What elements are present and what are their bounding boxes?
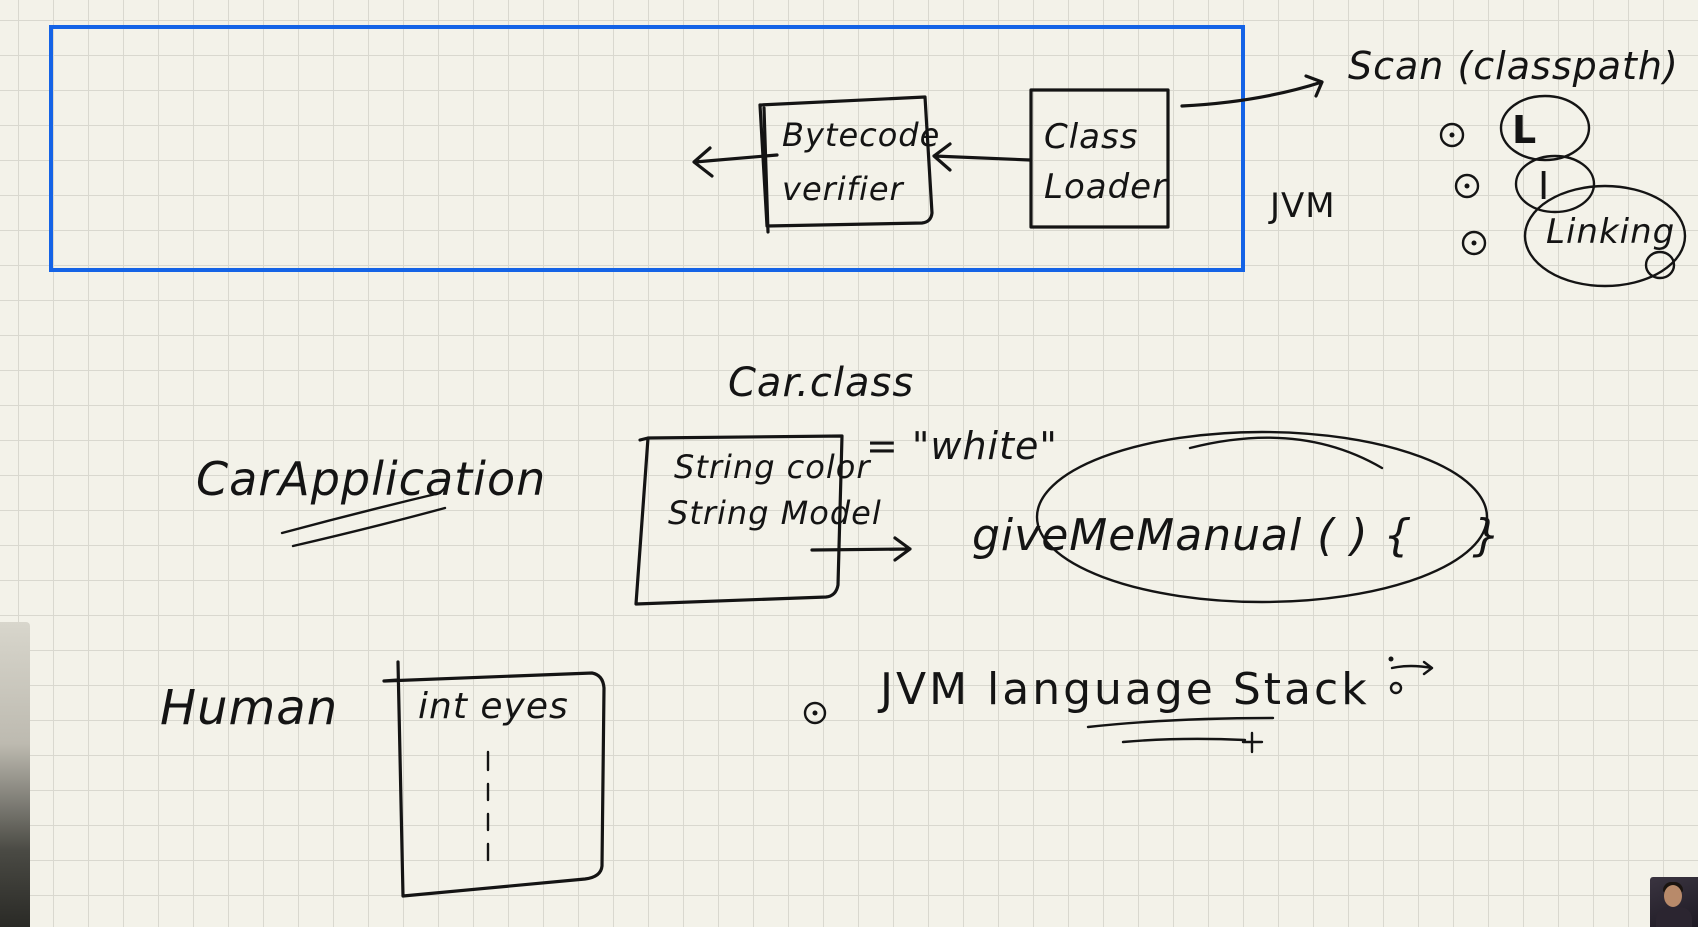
circle-step-1 — [1499, 94, 1591, 162]
bullet-step-2 — [1454, 173, 1480, 199]
scan-classpath-label: Scan (classpath) — [1348, 44, 1679, 88]
jvm-label: JVM — [1270, 186, 1336, 226]
car-field-color: String color — [674, 448, 871, 486]
small-arrow — [1390, 660, 1434, 676]
car-class-box — [634, 434, 844, 606]
carapp-underline — [280, 491, 447, 548]
side-video-strip — [0, 622, 30, 927]
car-field-model: String Model — [668, 494, 882, 532]
class-loader-label: Class Loader — [1044, 117, 1168, 207]
method-ellipse — [1035, 430, 1489, 604]
bullet-jvm-stack — [803, 701, 827, 725]
method-ellipse-stroke — [1188, 436, 1384, 470]
presenter-webcam — [1650, 877, 1698, 927]
step-bullets — [1439, 122, 1487, 256]
circle-step-3-inner — [1644, 250, 1676, 280]
human-field-eyes: int eyes — [418, 686, 569, 727]
circle-step-3 — [1523, 184, 1687, 288]
class-loader-box — [1029, 88, 1170, 229]
arrow-to-method — [810, 536, 912, 562]
car-class-label: Car.class — [728, 360, 915, 406]
jvm-frame — [49, 25, 1245, 272]
step-2-label: I — [1538, 164, 1551, 208]
jvm-language-stack-label: JVM language Stack — [880, 664, 1370, 715]
method-label: giveMeManual ( ) { } — [972, 510, 1502, 561]
human-box — [382, 660, 606, 898]
bytecode-verifier-box — [758, 95, 934, 234]
stack-underline — [1086, 716, 1275, 744]
step-1-label: L — [1512, 108, 1538, 152]
bullet-step-3 — [1461, 230, 1487, 256]
human-label: Human — [160, 680, 339, 736]
step-3-label: Linking — [1546, 212, 1676, 252]
bytecode-verifier-label: Bytecode verifier — [782, 116, 941, 208]
circle-step-2 — [1514, 154, 1596, 214]
small-bullet — [1389, 681, 1403, 695]
assignment-white-label: = "white" — [866, 424, 1058, 468]
arrow-loader-to-scan — [1180, 74, 1324, 108]
bullet-step-1 — [1439, 122, 1465, 148]
car-application-label: CarApplication — [196, 452, 547, 506]
cursor-cross — [1241, 731, 1264, 754]
arrow-verifier-out — [692, 146, 779, 178]
arrow-loader-to-verifier — [932, 142, 1032, 172]
